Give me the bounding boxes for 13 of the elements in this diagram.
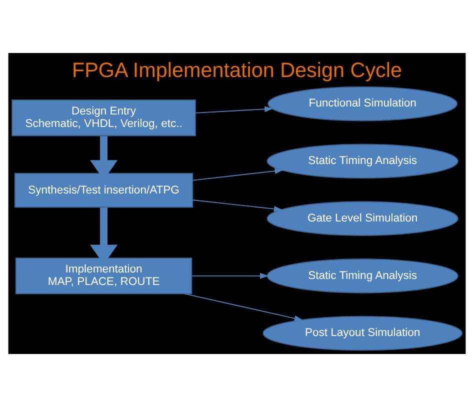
node-ellipse: Gate Level Simulation (266, 200, 458, 236)
arrow (184, 292, 303, 321)
node-box: Implementation MAP, PLACE, ROUTE (15, 257, 192, 294)
node-box: Synthesis/Test insertion/ATPG (14, 172, 194, 208)
diagram-title: FPGA Implementation Design Cycle (72, 58, 402, 82)
arrow (192, 168, 284, 180)
node-box: Design Entry Schematic, VHDL, Verilog, etc.. (12, 99, 196, 136)
node-ellipse: Static Timing Analysis (266, 258, 458, 293)
arrow (192, 199, 282, 212)
node-ellipse: Functional Simulation (268, 86, 458, 121)
arrow (192, 272, 268, 278)
arrow (195, 106, 274, 113)
node-ellipse: Static Timing Analysis (266, 143, 458, 178)
